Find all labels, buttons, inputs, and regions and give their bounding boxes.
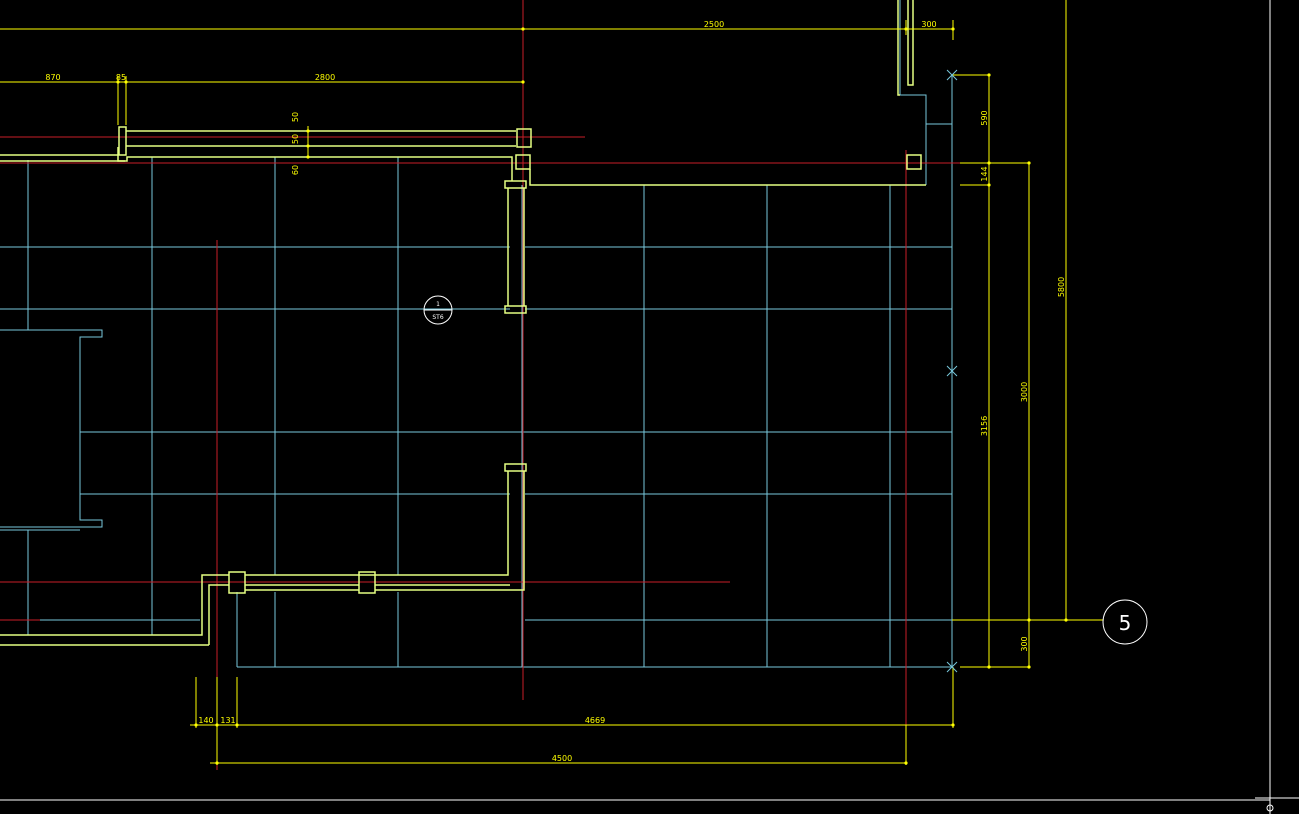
dim-bottom-small-b: 131: [220, 716, 235, 725]
dim-wall-a: 50: [291, 112, 300, 122]
section-symbol[interactable]: 1 ST6: [423, 295, 453, 325]
dim-right-upper: 590: [980, 110, 989, 125]
dim-bottom-overall: 4500: [552, 754, 572, 763]
wall-outlines: [0, 0, 926, 646]
dim-right-middle: 3156: [980, 416, 989, 436]
dim-right-inner: 3000: [1020, 382, 1029, 402]
dim-top-left-b: 85: [116, 73, 126, 82]
dim-right-bottom: 300: [1020, 636, 1029, 651]
section-symbol-top: 1: [436, 301, 440, 308]
corner-snap-marker: [1266, 804, 1274, 812]
dimension-lines: [0, 0, 1103, 765]
cross-markers: [946, 69, 958, 673]
tile-grid: [0, 0, 953, 668]
dim-right-gap: 144: [980, 166, 989, 181]
dim-bottom-small-a: 140: [198, 716, 213, 725]
dim-top-left-c: 2800: [315, 73, 335, 82]
grid-axis-bubble[interactable]: 5: [1102, 599, 1148, 645]
dim-right-overall: 5800: [1057, 277, 1066, 297]
dim-bottom-span: 4669: [585, 716, 605, 725]
center-lines: [0, 0, 960, 770]
grid-axis-label: 5: [1119, 611, 1132, 635]
dim-wall-c: 60: [291, 165, 300, 175]
section-symbol-bottom: ST6: [432, 314, 443, 321]
dim-top-left-a: 870: [45, 73, 60, 82]
dimension-ticks: [116, 27, 1068, 765]
dim-top-span-b: 300: [921, 20, 936, 29]
dim-top-span-a: 2500: [704, 20, 724, 29]
dim-wall-b: 50: [291, 134, 300, 144]
dimension-texts: 2500 300 870 85 2800 50 50 60 590 144 31…: [45, 20, 1066, 763]
